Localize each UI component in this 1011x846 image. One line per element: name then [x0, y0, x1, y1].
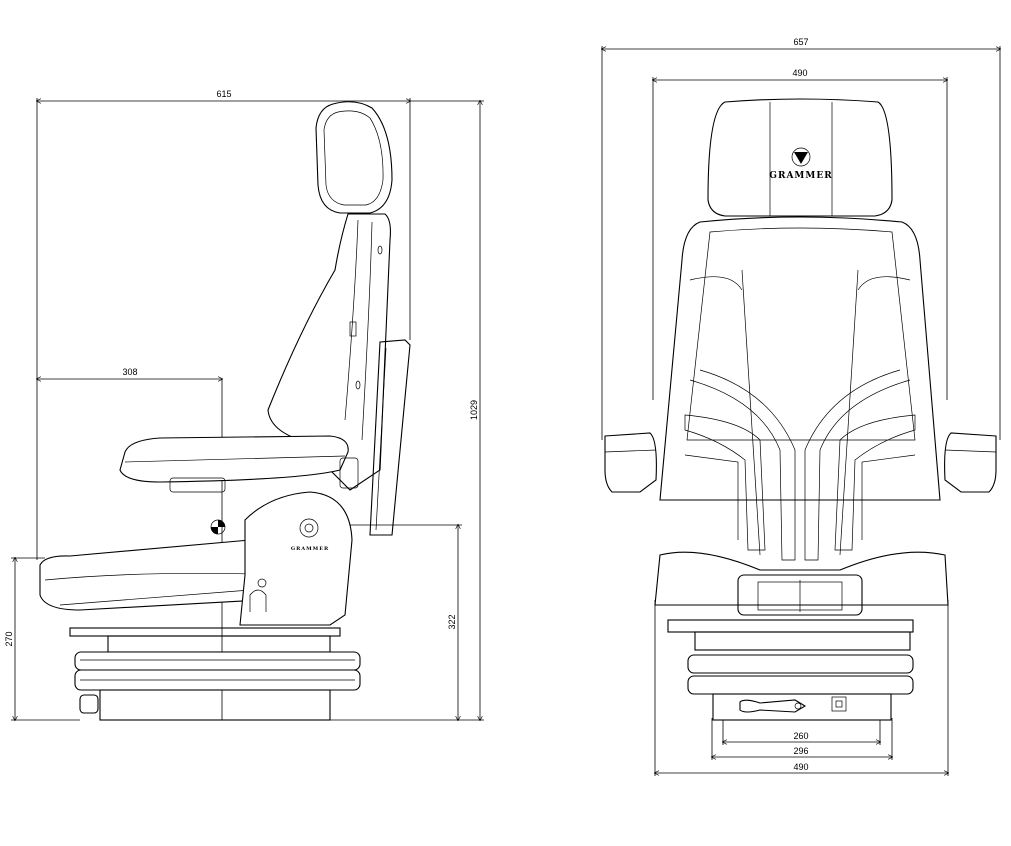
- dimension-label: 615: [216, 89, 231, 99]
- suspension-base: [69, 627, 361, 721]
- dimension-label: 260: [793, 731, 808, 741]
- backrest-control-panel: [369, 339, 411, 536]
- dimension-label: 308: [122, 367, 137, 377]
- dimension-490-top: 490: [653, 68, 947, 400]
- front-view: 657 490 260 296 490: [602, 37, 1000, 776]
- dimension-label: 296: [793, 746, 808, 756]
- suspension-base-front: [667, 619, 914, 721]
- grammer-logo-side: GRAMMER: [291, 546, 329, 552]
- dimension-322: 322: [350, 525, 462, 720]
- dimension-label: 490: [793, 762, 808, 772]
- backrest: [267, 213, 391, 491]
- dimension-label: 1029: [469, 400, 479, 420]
- headrest-front: GRAMMER: [707, 98, 893, 217]
- dimension-260: 260: [723, 720, 880, 745]
- dimension-1029: 1029: [330, 101, 484, 720]
- side-view: 615 308 1029 322 270: [4, 89, 484, 720]
- seat-cushion-front: [654, 551, 949, 616]
- armrest: [119, 435, 359, 493]
- dimension-615: 615: [37, 89, 410, 560]
- headrest: [315, 101, 393, 214]
- dimension-270: 270: [4, 558, 80, 720]
- dimension-label: 270: [4, 631, 14, 646]
- grammer-logo: GRAMMER: [769, 171, 832, 181]
- dimension-296: 296: [712, 718, 892, 760]
- dimension-label: 657: [793, 37, 808, 47]
- dimension-657: 657: [602, 37, 1000, 440]
- armrest-right: [944, 432, 997, 493]
- backrest-front: [659, 216, 941, 561]
- dimension-label: 322: [447, 614, 457, 629]
- suspension-housing: GRAMMER: [210, 491, 353, 626]
- armrest-left: [604, 432, 657, 493]
- dimension-490-bottom: 490: [655, 600, 948, 776]
- dimension-label: 490: [792, 68, 807, 78]
